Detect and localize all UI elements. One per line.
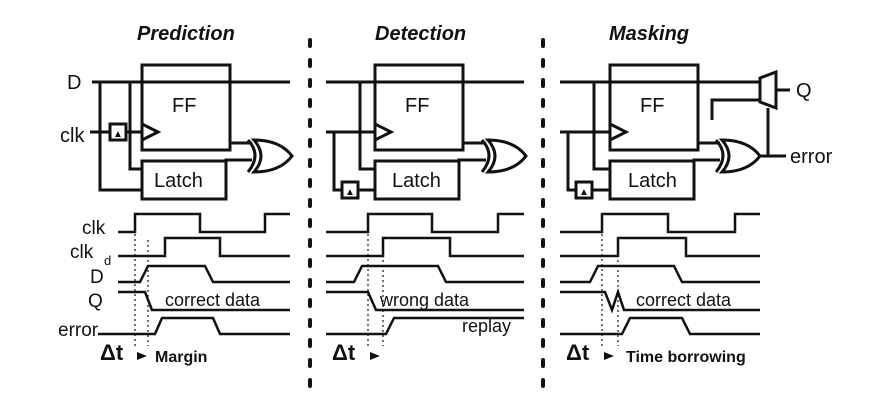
wave-label-clkd-sub: d xyxy=(104,253,111,268)
wave-clkd xyxy=(326,236,524,258)
wave-clk xyxy=(560,212,760,234)
clock-triangle-icon xyxy=(141,122,162,142)
wave-clkd xyxy=(118,236,290,258)
circuit-detection: FF Latch ▲ xyxy=(326,63,528,201)
time-borrowing-note: Time borrowing xyxy=(626,349,746,366)
wave-d xyxy=(326,264,524,284)
latch-label: Latch xyxy=(392,170,441,192)
xor-gate-icon xyxy=(250,138,294,174)
ff-label: FF xyxy=(405,95,429,117)
wave-d xyxy=(560,264,760,284)
latch-block xyxy=(608,159,696,201)
wave-q xyxy=(326,290,524,312)
waveforms-detection: wrong data replay Δt xyxy=(326,212,524,365)
input-clk-label: clk xyxy=(60,125,85,147)
title-masking: Masking xyxy=(609,23,689,45)
ff-label: FF xyxy=(172,95,196,117)
arrow-icon xyxy=(604,352,614,360)
q-note: correct data xyxy=(165,290,261,310)
arrow-icon xyxy=(370,352,380,360)
ff-out-to-xor xyxy=(461,82,486,145)
circuit-masking: FF Latch ▲ Q error xyxy=(560,63,833,201)
d-to-latch xyxy=(592,82,610,171)
clock-triangle-icon xyxy=(609,122,630,142)
wave-error xyxy=(98,316,290,336)
input-d-label: D xyxy=(67,72,81,94)
d-to-latch xyxy=(358,82,375,171)
latch-out-to-xor xyxy=(457,158,486,170)
delta-t: Δt xyxy=(332,340,356,365)
waveforms-prediction: correct data Δt Margin xyxy=(98,212,290,366)
title-prediction: Prediction xyxy=(137,23,235,45)
xor-back-arc xyxy=(480,138,491,173)
latch-to-mux xyxy=(710,98,760,120)
wave-label-q: Q xyxy=(88,291,103,312)
delta-t: Δt xyxy=(100,340,124,365)
circuit-prediction: D clk FF Latch ▲ xyxy=(60,63,294,201)
wave-clk xyxy=(326,212,524,234)
waveforms-masking: correct data Δt Time borrowing xyxy=(560,212,760,366)
clk-branch xyxy=(332,132,342,192)
latch-label: Latch xyxy=(154,170,203,192)
title-detection: Detection xyxy=(375,23,466,45)
delay-mark: ▲ xyxy=(113,129,123,140)
clock-triangle-icon xyxy=(374,122,395,142)
wave-clkd xyxy=(560,236,760,258)
arrow-icon xyxy=(137,352,147,360)
replay-note: replay xyxy=(462,316,511,336)
latch-out-to-xor xyxy=(692,158,720,170)
wave-error xyxy=(326,316,524,336)
xor-back-arc xyxy=(246,138,257,173)
wave-error xyxy=(560,316,760,336)
latch-block xyxy=(140,159,228,201)
clk-branch xyxy=(566,132,576,192)
q-note: correct data xyxy=(636,290,732,310)
output-error-label: error xyxy=(790,146,833,168)
xor-gate-icon xyxy=(718,138,762,174)
delta-t: Δt xyxy=(566,340,590,365)
wave-q xyxy=(560,288,760,314)
latch-out-to-xor xyxy=(224,158,252,170)
wave-label-clkd: clk xyxy=(70,242,94,263)
mux-icon xyxy=(758,69,778,111)
wave-label-error: error xyxy=(58,320,99,341)
wave-label-d: D xyxy=(90,267,104,288)
wave-label-clk: clk xyxy=(82,218,106,239)
ff-out-to-xor xyxy=(228,82,252,145)
latch-label: Latch xyxy=(628,170,677,192)
q-note: wrong data xyxy=(379,290,470,310)
delay-mark: ▲ xyxy=(345,187,355,198)
output-q-label: Q xyxy=(796,80,812,102)
wave-clk xyxy=(118,212,290,234)
d-to-latch xyxy=(128,82,142,171)
margin-note: Margin xyxy=(155,349,207,366)
latch-block xyxy=(373,159,461,201)
clk-to-latch xyxy=(98,132,142,192)
xor-back-arc xyxy=(714,138,725,173)
ff-label: FF xyxy=(640,95,664,117)
xor-gate-icon xyxy=(484,138,528,174)
ff-out-to-xor xyxy=(696,82,720,145)
wave-d xyxy=(118,264,290,284)
delay-mark: ▲ xyxy=(579,187,589,198)
waveform-labels: clk clk d D Q error xyxy=(58,218,111,341)
